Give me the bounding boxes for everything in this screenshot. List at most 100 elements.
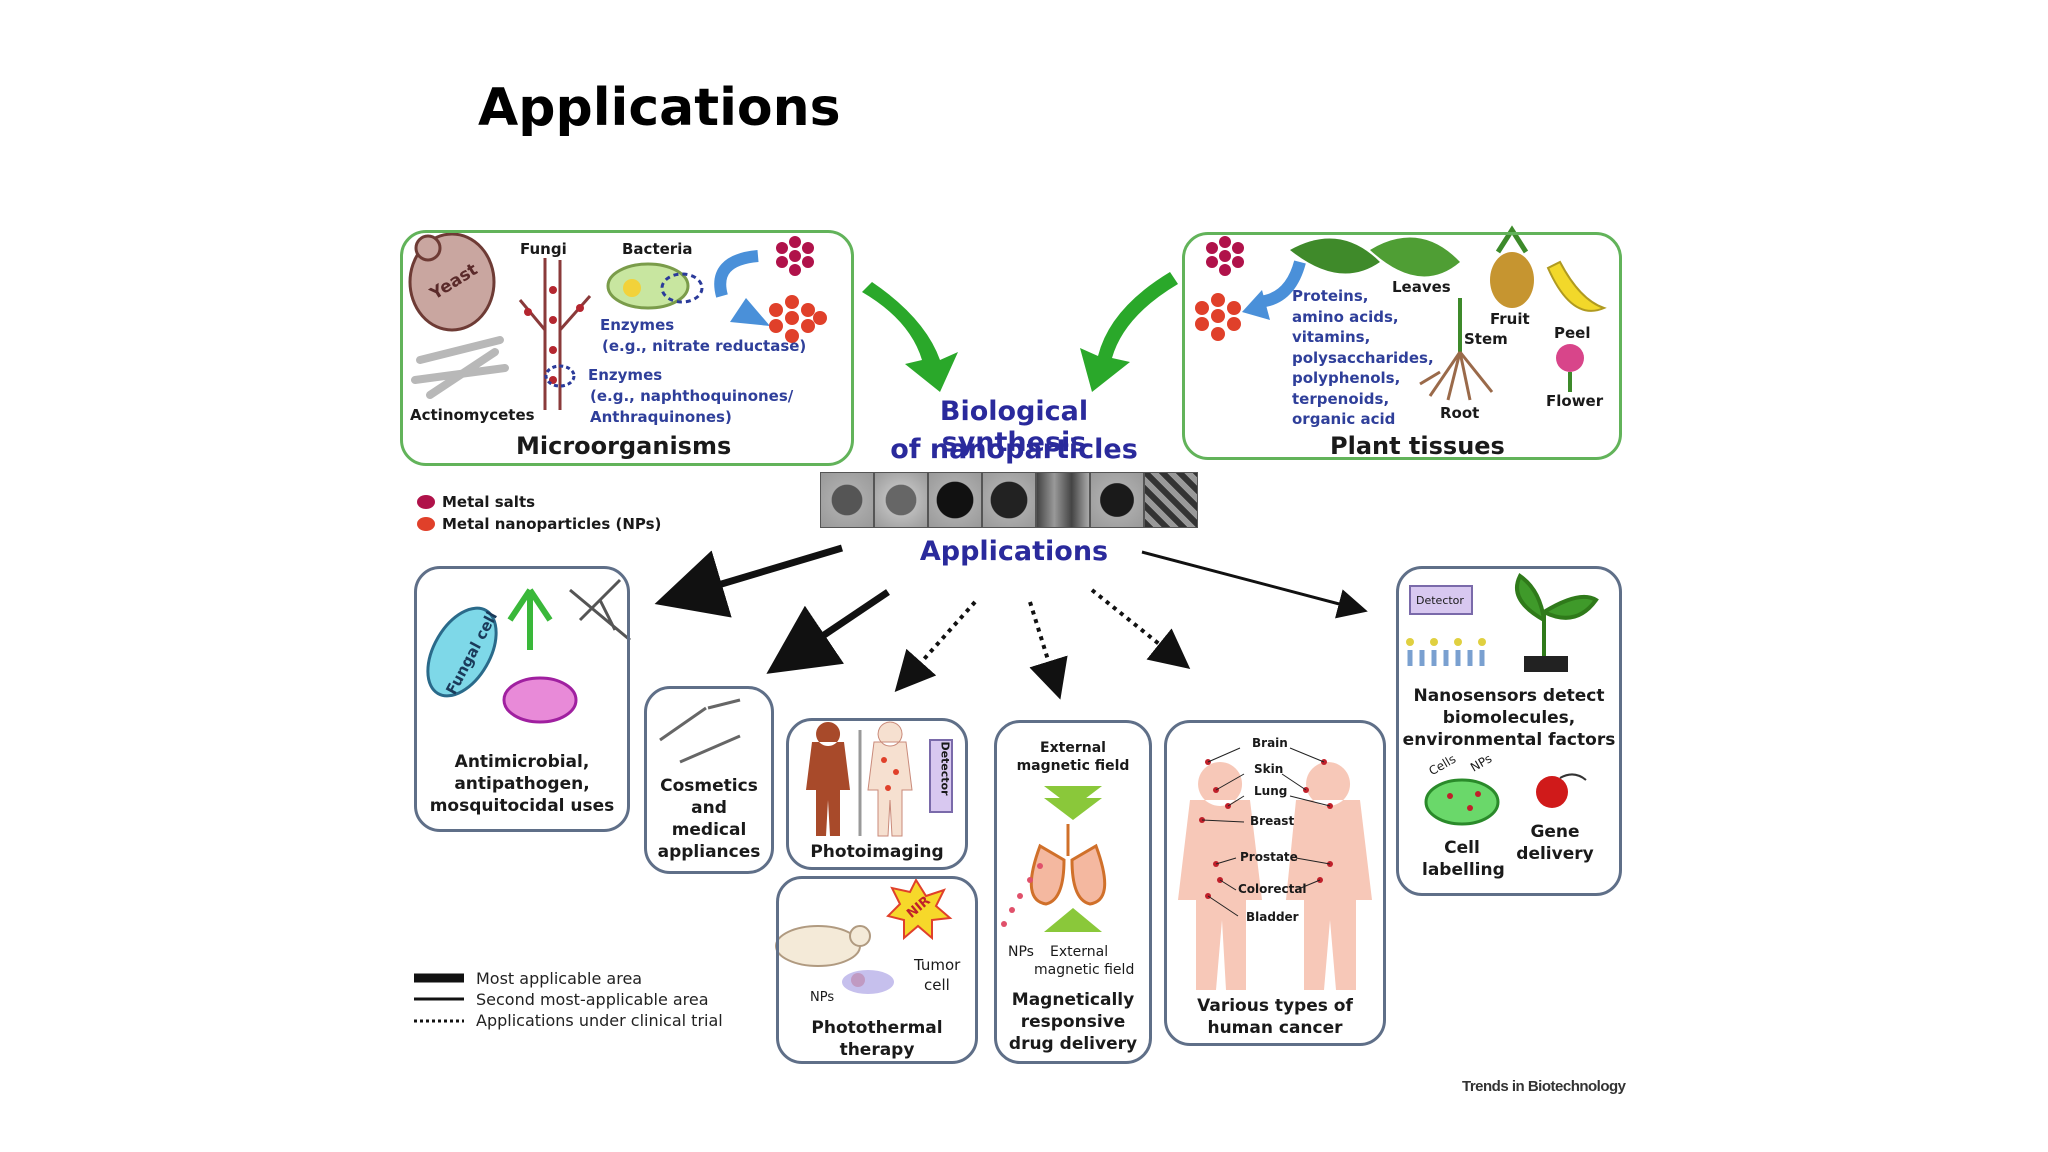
flower-icon bbox=[1556, 344, 1584, 372]
source-credit: Trends in Biotechnology bbox=[1462, 1078, 1626, 1095]
nanosensors-panel bbox=[1396, 566, 1622, 896]
slide-title: Applications bbox=[478, 78, 841, 138]
labelled-cell-icon bbox=[1424, 778, 1500, 826]
antimicrobial-line1: Antimicrobial, bbox=[454, 752, 590, 772]
arrow-legend-trial: Applications under clinical trial bbox=[476, 1011, 723, 1030]
antimicrobial-line2: antipathogen, bbox=[454, 774, 590, 794]
peel-icon bbox=[1546, 260, 1607, 312]
enzymes-2-line3: Anthraquinones) bbox=[590, 408, 732, 426]
cosmetics-line1: Cosmetics bbox=[660, 776, 758, 796]
actinomycetes-icon bbox=[411, 336, 509, 399]
photothermal-panel bbox=[776, 876, 978, 1064]
fungi-icon bbox=[518, 258, 592, 410]
cosmetics-line2: and bbox=[691, 798, 727, 818]
organ-label-colorectal: Colorectal bbox=[1238, 882, 1307, 896]
tem-image bbox=[982, 472, 1036, 528]
green-arrow-right-icon bbox=[1080, 272, 1178, 392]
peel-label: Peel bbox=[1554, 324, 1591, 342]
cancer-line2: human cancer bbox=[1207, 1018, 1343, 1038]
magnetic-ext1: External bbox=[1040, 740, 1106, 756]
nanosensors-line3: environmental factors bbox=[1402, 730, 1616, 750]
photothermal-line1: Photothermal bbox=[811, 1018, 943, 1038]
organ-label-bladder: Bladder bbox=[1246, 910, 1299, 924]
compound-item: vitamins, bbox=[1292, 328, 1371, 346]
magnetic-line3: drug delivery bbox=[1008, 1034, 1138, 1054]
magnetic-panel bbox=[994, 720, 1152, 1064]
magnetic-nps-label: NPs bbox=[1008, 944, 1034, 960]
arrow-legend-most: Most applicable area bbox=[476, 969, 643, 988]
compound-item: Proteins, bbox=[1292, 287, 1369, 305]
compound-item: polyphenols, bbox=[1292, 369, 1401, 387]
male-body-icon bbox=[1286, 762, 1372, 990]
green-arrow-left-icon bbox=[862, 282, 958, 392]
plant-seedling-icon bbox=[1515, 573, 1599, 660]
tem-image bbox=[1090, 472, 1144, 528]
antimicrobial-line3: mosquitocidal uses bbox=[429, 796, 615, 816]
nir-burst-icon bbox=[886, 877, 953, 941]
sensor-detector-icon bbox=[1409, 585, 1473, 615]
cell-labelling-line2: labelling bbox=[1422, 860, 1505, 880]
organ-label-breast: Breast bbox=[1250, 814, 1295, 828]
metal-salt-legend-icon bbox=[417, 495, 435, 509]
leaves-icon bbox=[1290, 238, 1380, 274]
arrow-legend-second: Second most-applicable area bbox=[476, 990, 709, 1009]
arrow-to-photoimaging bbox=[894, 600, 977, 692]
cosmetics-line3: medical bbox=[671, 820, 747, 840]
organ-label-skin: Skin bbox=[1254, 762, 1284, 776]
medical-tools-icon bbox=[659, 698, 741, 764]
compound-item: organic acid bbox=[1292, 410, 1396, 428]
pathogen-icon bbox=[507, 588, 553, 650]
magnetic-line2: responsive bbox=[1020, 1012, 1126, 1032]
photothermal-nps-label: NPs bbox=[810, 990, 835, 1005]
fungi-label: Fungi bbox=[520, 240, 567, 258]
arrow-to-magnetic bbox=[1028, 601, 1068, 700]
plant-compounds-list: Proteins, amino acids, vitamins, polysac… bbox=[1292, 286, 1434, 430]
female-body-icon bbox=[1178, 762, 1262, 990]
enzymes-1-line2: (e.g., nitrate reductase) bbox=[602, 337, 807, 355]
metal-salts-label: Metal salts bbox=[442, 493, 536, 511]
enzymes-1-line1: Enzymes bbox=[600, 316, 675, 334]
arrow-to-nanosensors bbox=[1141, 550, 1368, 619]
photoimaging-panel bbox=[786, 718, 968, 870]
metal-salt-cluster-icon bbox=[776, 236, 814, 276]
antimicrobial-panel bbox=[414, 566, 630, 832]
photoimaging-label: Photoimaging bbox=[810, 842, 944, 862]
organ-label-prostate: Prostate bbox=[1240, 850, 1298, 864]
tumor-label: Tumor bbox=[914, 956, 961, 974]
fungal-cell-icon bbox=[426, 606, 498, 698]
metal-nps-label: Metal nanoparticles (NPs) bbox=[442, 515, 662, 533]
organ-label-lung: Lung bbox=[1254, 784, 1288, 798]
tem-image bbox=[874, 472, 928, 528]
photothermal-line2: therapy bbox=[839, 1040, 915, 1060]
human-body-icon bbox=[806, 722, 850, 836]
microorganisms-title: Microorganisms bbox=[516, 432, 732, 460]
detector-icon bbox=[929, 739, 953, 813]
plant-tissues-title: Plant tissues bbox=[1330, 432, 1505, 460]
sensor-detector-label: Detector bbox=[1416, 594, 1464, 607]
magnetic-ext2: magnetic field bbox=[1016, 758, 1130, 774]
cosmetics-line4: appliances bbox=[657, 842, 761, 862]
bacteria-label: Bacteria bbox=[622, 240, 693, 258]
tem-image bbox=[1036, 472, 1090, 528]
metal-np-cluster-right-icon bbox=[1195, 293, 1241, 341]
leaves-label: Leaves bbox=[1392, 278, 1451, 296]
tumor-cell-label: cell bbox=[924, 976, 950, 994]
compound-item: amino acids, bbox=[1292, 307, 1399, 326]
bacterium-icon bbox=[502, 676, 578, 724]
center-title-line1: Biological synthesis bbox=[939, 396, 1089, 458]
metal-np-legend-icon bbox=[417, 517, 435, 531]
tem-image bbox=[1144, 472, 1198, 528]
metal-salt-cluster-right-icon bbox=[1206, 236, 1244, 276]
compound-item: terpenoids, bbox=[1292, 389, 1390, 408]
magnet-up-arrow-icon bbox=[1044, 908, 1102, 932]
gene-delivery-icon bbox=[1536, 776, 1568, 808]
organ-label-brain: Brain bbox=[1252, 736, 1288, 750]
conversion-arrow-icon bbox=[714, 250, 759, 298]
magnet-down-arrow-icon bbox=[1044, 786, 1102, 808]
nanosensors-line2: biomolecules, bbox=[1442, 708, 1576, 728]
root-icon bbox=[1419, 351, 1494, 401]
detector-label: Detector bbox=[938, 741, 952, 796]
magnetic-line1: Magnetically bbox=[1011, 990, 1135, 1010]
enzymes-2-line2: (e.g., naphthoquinones/ bbox=[590, 387, 794, 405]
